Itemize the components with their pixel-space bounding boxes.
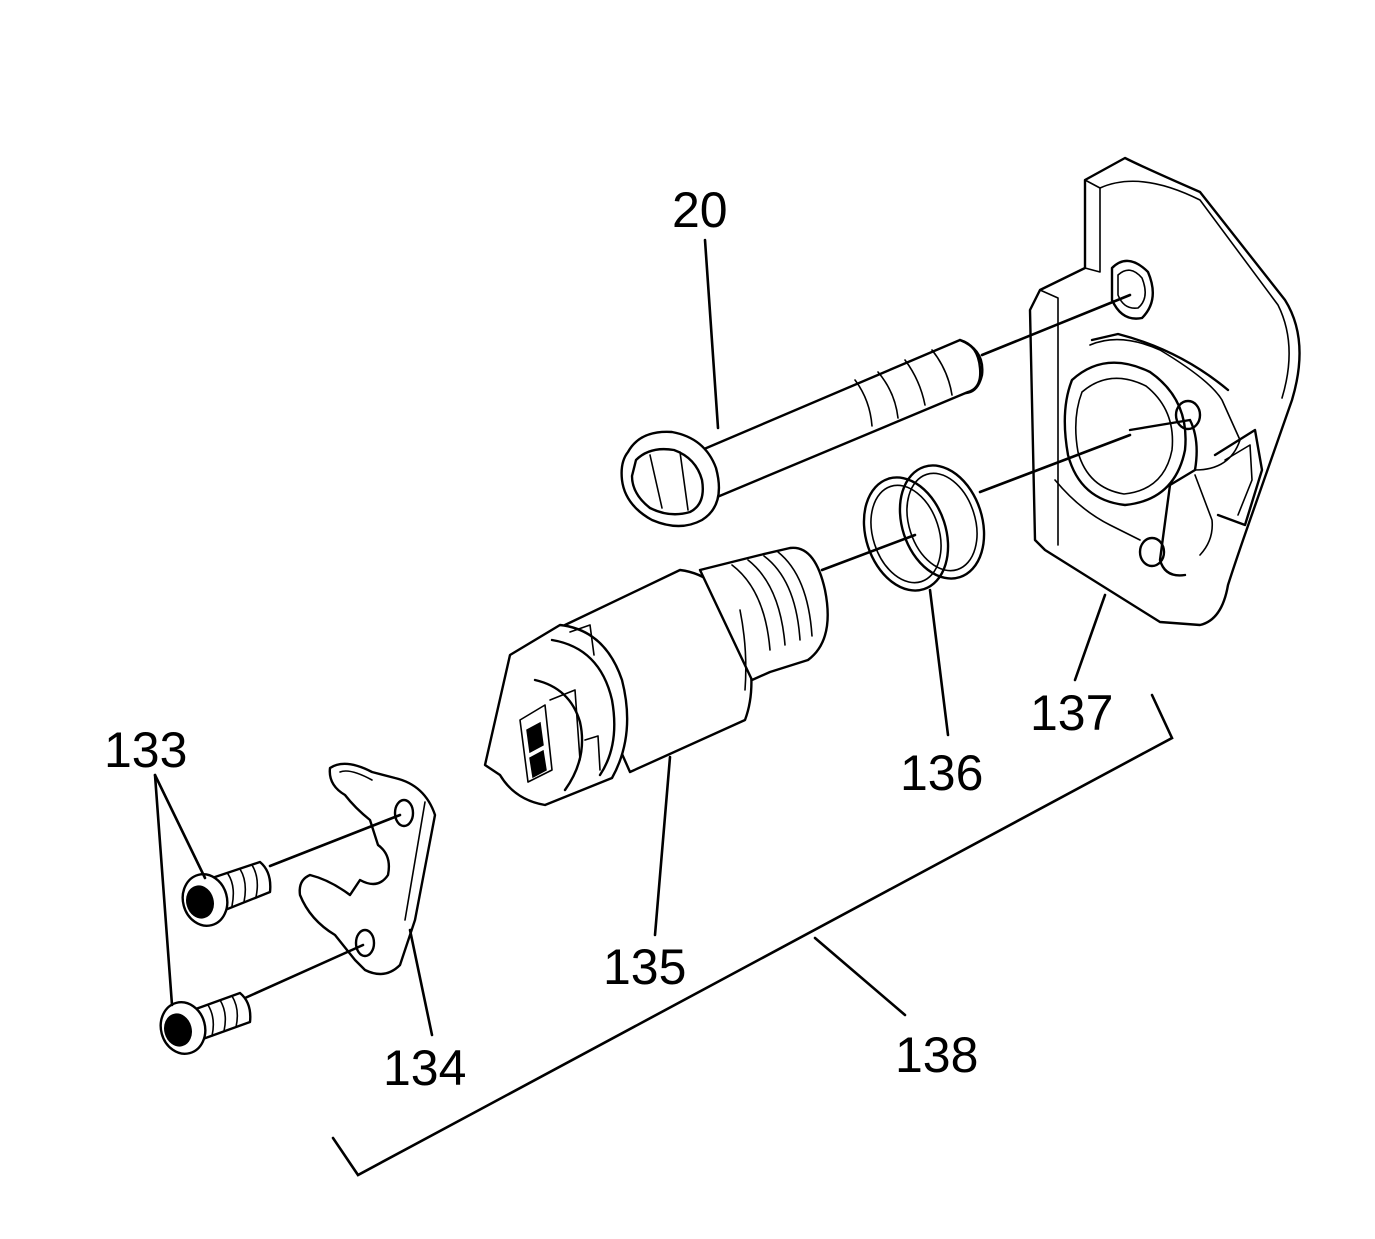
callout-133: 133 xyxy=(104,722,188,778)
callout-20: 20 xyxy=(672,182,728,238)
housing-plate-137 xyxy=(1028,156,1301,627)
callout-137: 137 xyxy=(1030,685,1114,741)
retainer-plate-134 xyxy=(243,762,437,1000)
callout-134: 134 xyxy=(383,1040,467,1096)
leader-lines xyxy=(153,238,1107,1037)
screw-133-upper xyxy=(181,860,272,927)
screw-133-lower xyxy=(159,991,252,1055)
bolt-20 xyxy=(620,293,1132,528)
assembly-bracket-138 xyxy=(331,693,1174,1177)
callout-135: 135 xyxy=(603,939,687,995)
callout-136: 136 xyxy=(900,745,984,801)
solenoid-135 xyxy=(483,546,829,807)
callout-138: 138 xyxy=(895,1027,979,1083)
o-ring-136 xyxy=(820,433,1132,592)
